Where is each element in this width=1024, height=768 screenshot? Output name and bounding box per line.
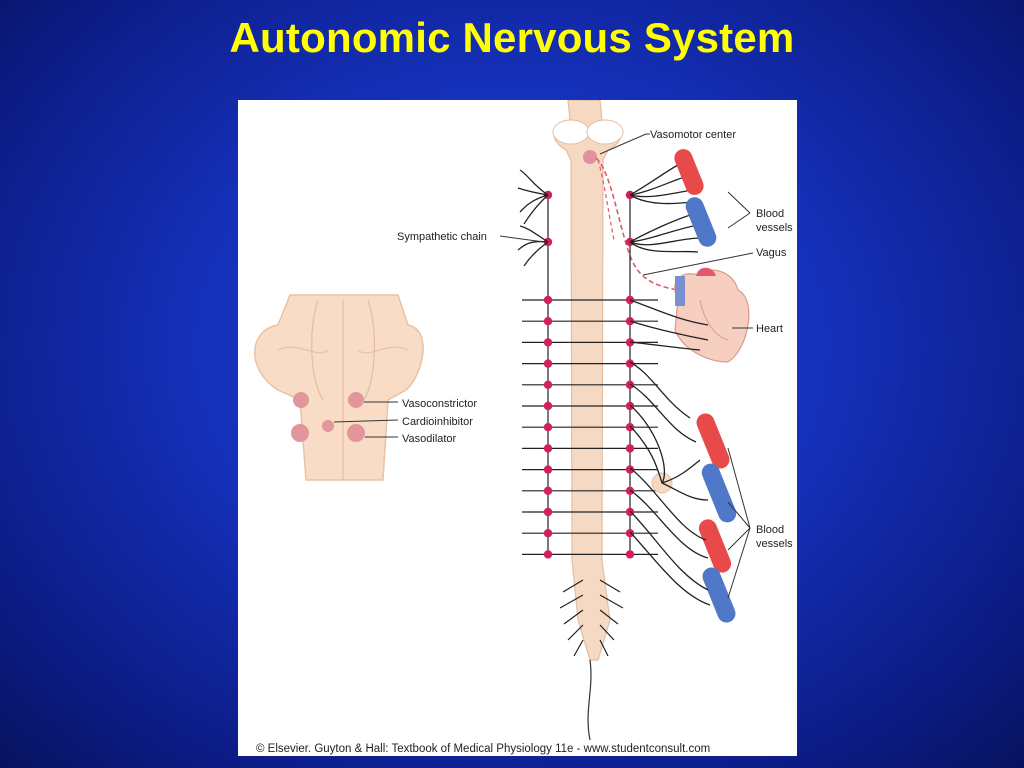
ganglion-cervical-right-1 — [625, 190, 635, 200]
sympathetic-chain-ganglia — [522, 190, 658, 559]
ganglion-left-12 — [543, 529, 553, 538]
ganglion-left-13 — [543, 550, 553, 559]
label-blood-vessels-top-1: Blood — [756, 208, 784, 220]
vasoconstrictor-area-left — [293, 392, 309, 408]
figure-credit: © Elsevier. Guyton & Hall: Textbook of M… — [256, 743, 710, 755]
artery-bottom-2 — [698, 519, 732, 573]
vasomotor-center-dot — [583, 150, 597, 164]
vagus-nerve-path — [595, 157, 679, 291]
ganglion-left-5 — [543, 380, 553, 389]
vasodilator-area-right — [347, 424, 365, 442]
blood-vessels-bottom — [629, 299, 737, 623]
label-blood-vessels-top-2: vessels — [756, 222, 793, 234]
ganglion-right-4 — [625, 359, 635, 368]
ganglion-right-6 — [625, 401, 635, 411]
vein-bottom-1 — [701, 463, 737, 523]
ganglion-left-1 — [543, 295, 553, 305]
ganglion-right-5 — [625, 380, 635, 389]
label-blood-vessels-bottom-2: vessels — [756, 538, 793, 550]
cardioinhibitor-area — [322, 420, 334, 432]
label-vasodilator: Vasodilator — [402, 433, 457, 445]
spinal-cord — [552, 100, 624, 741]
label-heart: Heart — [756, 323, 783, 335]
vasodilator-area-left — [291, 424, 309, 442]
heart-illustration — [674, 267, 750, 363]
ganglion-left-11 — [543, 507, 553, 517]
ganglion-left-3 — [543, 338, 553, 347]
vasoconstrictor-area-right — [348, 392, 364, 408]
artery-top — [674, 149, 704, 195]
vein-top — [685, 197, 717, 247]
vein-bottom-2 — [702, 567, 736, 623]
ganglion-right-13 — [625, 550, 635, 559]
upper-nerve-fans — [517, 161, 704, 267]
figure-canvas: Vasomotor center Blood vessels Sympathet… — [254, 100, 793, 755]
label-cardioinhibitor: Cardioinhibitor — [402, 416, 473, 428]
ganglion-right-9 — [625, 465, 635, 474]
anatomy-figure: Vasomotor center Blood vessels Sympathet… — [238, 100, 797, 756]
brainstem-illustration — [254, 294, 424, 481]
ganglion-left-8 — [543, 444, 553, 453]
ganglion-left-6 — [543, 401, 553, 411]
ganglion-left-7 — [543, 423, 553, 432]
ganglion-right-8 — [625, 444, 635, 453]
ganglion-left-2 — [543, 317, 553, 326]
ganglion-left-4 — [543, 359, 553, 368]
label-vasoconstrictor: Vasoconstrictor — [402, 398, 477, 410]
artery-bottom-1 — [696, 413, 730, 469]
ganglion-left-9 — [543, 465, 553, 474]
ganglion-left-10 — [543, 486, 553, 495]
ganglion-right-1 — [625, 295, 635, 305]
label-vagus: Vagus — [756, 247, 787, 259]
blood-vessels-top — [674, 149, 717, 247]
ganglion-right-7 — [625, 423, 635, 432]
label-sympathetic-chain: Sympathetic chain — [397, 231, 487, 243]
ganglion-right-12 — [625, 529, 635, 538]
label-blood-vessels-bottom-1: Blood — [756, 524, 784, 536]
label-vasomotor-center: Vasomotor center — [650, 129, 736, 141]
slide-title: Autonomic Nervous System — [229, 14, 795, 61]
